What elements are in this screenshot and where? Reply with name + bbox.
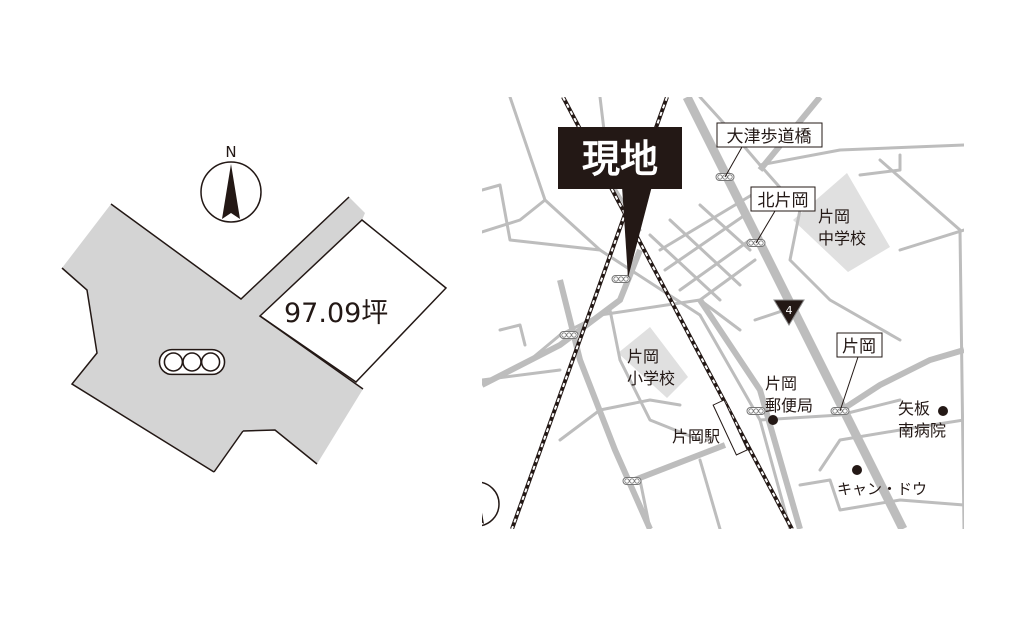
north-compass-icon: N (473, 465, 500, 527)
label-kitakataoka: 北片岡 (750, 186, 816, 212)
svg-text:片岡: 片岡 (842, 337, 876, 357)
route-4-sign-icon: 4 (773, 299, 805, 326)
roads (482, 97, 964, 529)
site-label: 現地 (582, 137, 658, 181)
leader-line (724, 146, 743, 178)
traffic-signal-icon (622, 477, 642, 485)
hospital-marker (938, 406, 948, 416)
svg-text:大津歩道橋: 大津歩道橋 (727, 127, 812, 147)
parcel-area-label: 97.09坪 (284, 298, 388, 329)
label-store: キャン・ドウ (837, 480, 927, 498)
site-plan: 97.09坪 N (61, 143, 448, 473)
station-platform (712, 399, 748, 456)
boundary-line (213, 430, 244, 473)
post-office-marker (768, 415, 778, 425)
svg-text:4: 4 (786, 304, 793, 317)
label-elementary-school: 片岡小学校 (627, 347, 675, 388)
label-otsu-footbridge: 大津歩道橋 (716, 122, 823, 148)
elementary-school-area (618, 327, 688, 398)
north-compass-icon: N (200, 143, 262, 223)
compass-north-label: N (225, 143, 236, 161)
road-area (62, 197, 365, 472)
boundary-line (242, 429, 318, 465)
leader-line (755, 210, 776, 244)
leader-line (839, 356, 859, 412)
boundary-line (259, 315, 364, 390)
area-map: 大津歩道橋 北片岡 片岡 4 片岡中学校 片岡小学校 片岡郵便局 矢板南病院 キ… (473, 97, 964, 529)
svg-text:北片岡: 北片岡 (758, 191, 809, 211)
site-callout[interactable]: 現地 (558, 127, 682, 278)
label-hospital: 矢板南病院 (898, 399, 946, 440)
boundary-line (110, 196, 350, 300)
traffic-signal-icon (611, 275, 631, 283)
compass-north-label: N (473, 465, 482, 479)
junior-high-school-area (793, 173, 890, 272)
parcel[interactable] (258, 219, 448, 383)
traffic-signal-icon (746, 407, 766, 415)
traffic-signal-icon (559, 331, 579, 339)
store-marker (852, 465, 862, 475)
label-junior-high-school: 片岡中学校 (818, 207, 866, 248)
boundary-line (61, 267, 215, 473)
traffic-signal-icon (158, 348, 226, 376)
label-kataoka: 片岡 (836, 332, 883, 358)
label-post-office: 片岡郵便局 (765, 374, 813, 415)
label-station: 片岡駅 (672, 427, 720, 446)
